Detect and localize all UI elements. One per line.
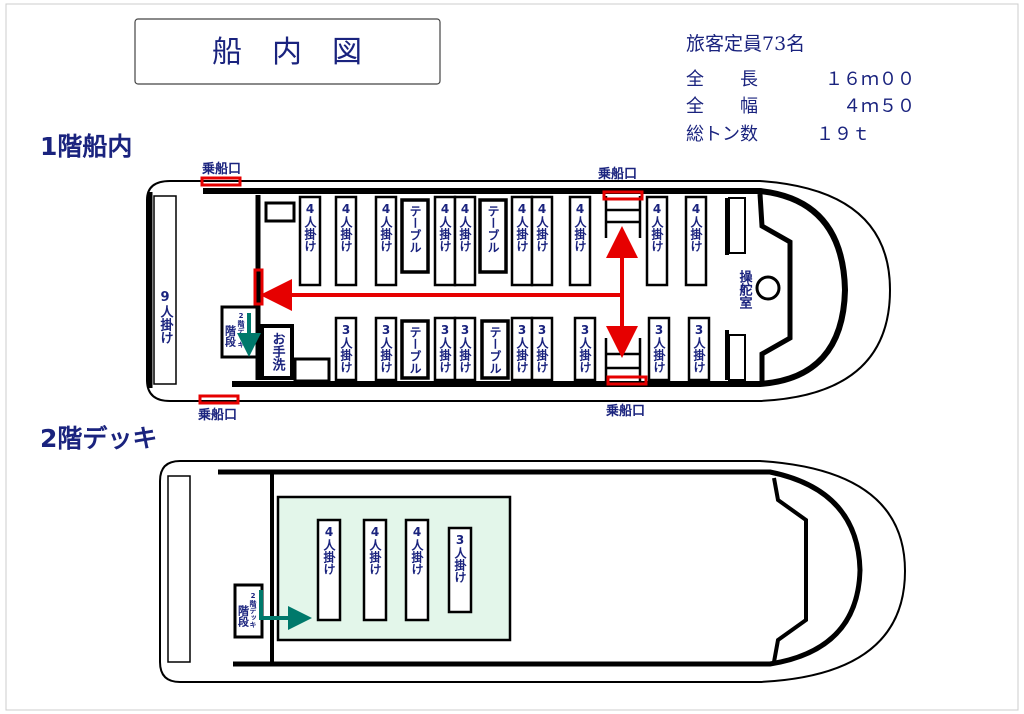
seat xyxy=(362,518,388,622)
seat xyxy=(453,316,477,382)
seat xyxy=(647,316,671,382)
boarding-label: 乗船口 xyxy=(597,166,637,182)
seat xyxy=(573,316,597,382)
seat-label: 4人掛け xyxy=(379,202,393,252)
evacuation-route-arrows xyxy=(260,226,638,358)
spec-label: 全 幅 xyxy=(686,96,758,117)
seat-label: 4人掛け xyxy=(368,525,382,575)
seat-label: 4人掛け xyxy=(303,202,317,252)
table xyxy=(480,319,510,380)
seat xyxy=(645,195,669,287)
seat-label: 4人掛け xyxy=(573,202,587,252)
seat xyxy=(298,195,322,287)
seat xyxy=(334,195,358,287)
seat-label: 4人掛け xyxy=(458,202,472,252)
seat xyxy=(374,195,398,287)
seat-label: 3人掛け xyxy=(692,323,706,373)
spec-value: ４ｍ５０ xyxy=(843,96,915,117)
seat xyxy=(530,316,554,382)
table-label: テーブル xyxy=(408,205,422,253)
seat xyxy=(374,316,398,382)
open-deck-area xyxy=(276,495,512,642)
page-title: 船 内 図 xyxy=(212,35,362,70)
seat-label: 3人掛け xyxy=(453,533,467,583)
table-label: テーブル xyxy=(408,326,422,374)
stairs-arrow-icon xyxy=(259,590,312,630)
seat-label: 4人掛け xyxy=(515,202,529,252)
capacity: 旅客定員73名 xyxy=(686,33,805,55)
seat-label: 4人掛け xyxy=(650,202,664,252)
seat-label: 3人掛け xyxy=(438,323,452,373)
bench-9: 9人掛け xyxy=(158,290,174,344)
table-label: テーブル xyxy=(486,205,500,253)
stairs-label: 階段 xyxy=(237,604,250,628)
spec-label: 総トン数 xyxy=(686,124,758,145)
deck2-seats: 4人掛け 4人掛け 4人掛け 3人掛け xyxy=(316,518,473,622)
stairs-note: 2階デッキ xyxy=(249,592,257,628)
seat-label: 3人掛け xyxy=(652,323,666,373)
spec-value: １９ｔ xyxy=(816,124,870,145)
seat xyxy=(684,195,708,287)
seat xyxy=(316,518,342,622)
table xyxy=(478,198,508,274)
specs: 旅客定員73名 全 長 １６ｍ００ 全 幅 ４ｍ５０ 総トン数 １９ｔ xyxy=(686,33,915,145)
seat xyxy=(453,195,477,287)
seat-label: 3人掛け xyxy=(515,323,529,373)
table-label: テーブル xyxy=(488,326,502,374)
seat-label: 4人掛け xyxy=(535,202,549,252)
seat xyxy=(404,518,430,622)
seat-label: 3人掛け xyxy=(458,323,472,373)
title-box: 船 内 図 xyxy=(134,18,441,85)
seat-label: 3人掛け xyxy=(578,323,592,373)
toilet: お手洗 xyxy=(270,332,286,372)
boarding-label: 乗船口 xyxy=(197,407,237,423)
table xyxy=(400,319,430,380)
seat-label: 4人掛け xyxy=(689,202,703,252)
seat-label: 4人掛け xyxy=(322,525,336,575)
deck2-hull xyxy=(159,460,907,683)
seat xyxy=(530,195,554,287)
deck1-heading: 1階船内 xyxy=(40,132,132,161)
seat xyxy=(687,316,711,382)
spec-value: １６ｍ００ xyxy=(825,69,915,90)
boarding-label: 乗船口 xyxy=(605,403,645,419)
stairs-label: 階段 xyxy=(224,324,237,348)
seat-label: 4人掛け xyxy=(410,525,424,575)
deck2-heading: 2階デッキ xyxy=(40,424,157,453)
stairs-note: 2階デッキ xyxy=(237,312,245,348)
seat xyxy=(568,195,592,287)
seat-label: 3人掛け xyxy=(535,323,549,373)
seat xyxy=(447,526,473,614)
boarding-label: 乗船口 xyxy=(201,161,241,177)
seat-label: 4人掛け xyxy=(438,202,452,252)
seat-label: 4人掛け xyxy=(339,202,353,252)
seat-label: 3人掛け xyxy=(379,323,393,373)
spec-label: 全 長 xyxy=(686,69,758,90)
seat-label: 3人掛け xyxy=(339,323,353,373)
seat xyxy=(334,316,358,382)
table xyxy=(400,198,430,274)
bridge: 操舵室 xyxy=(737,269,753,310)
boarding-doors xyxy=(198,176,648,405)
